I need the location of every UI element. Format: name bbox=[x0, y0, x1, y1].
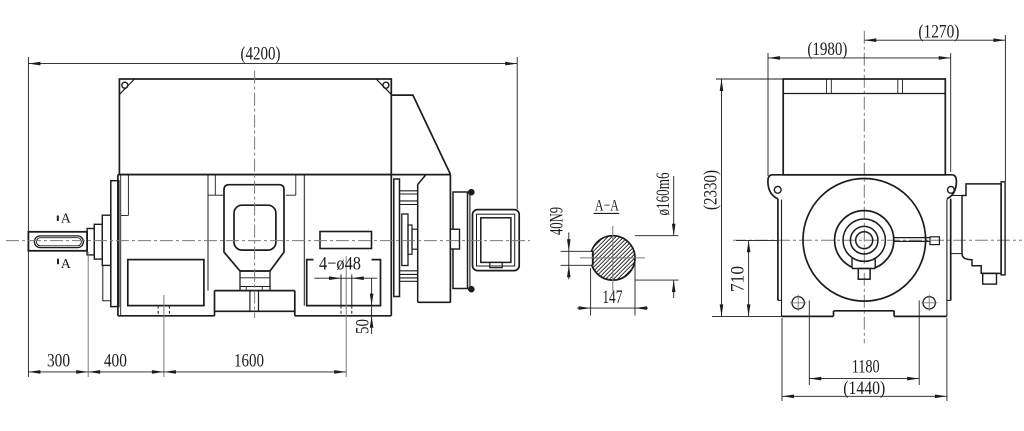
svg-text:147: 147 bbox=[602, 287, 622, 308]
svg-text:(2330): (2330) bbox=[701, 170, 722, 210]
svg-text:50: 50 bbox=[353, 319, 374, 334]
svg-text:710: 710 bbox=[728, 266, 749, 292]
svg-text:300: 300 bbox=[47, 351, 70, 372]
svg-text:(4200): (4200) bbox=[241, 44, 281, 65]
svg-text:A: A bbox=[61, 212, 72, 227]
svg-text:40N9: 40N9 bbox=[547, 207, 568, 235]
svg-text:400: 400 bbox=[104, 351, 127, 372]
svg-text:A−A: A−A bbox=[595, 198, 619, 215]
svg-text:4−ø48: 4−ø48 bbox=[319, 254, 361, 275]
svg-text:ø160m6: ø160m6 bbox=[653, 173, 674, 216]
svg-text:(1440): (1440) bbox=[843, 378, 885, 399]
svg-text:1180: 1180 bbox=[852, 357, 880, 378]
svg-text:1600: 1600 bbox=[234, 351, 264, 372]
svg-text:(1980): (1980) bbox=[807, 39, 847, 60]
svg-text:A: A bbox=[61, 257, 72, 272]
svg-text:(1270): (1270) bbox=[918, 22, 959, 43]
